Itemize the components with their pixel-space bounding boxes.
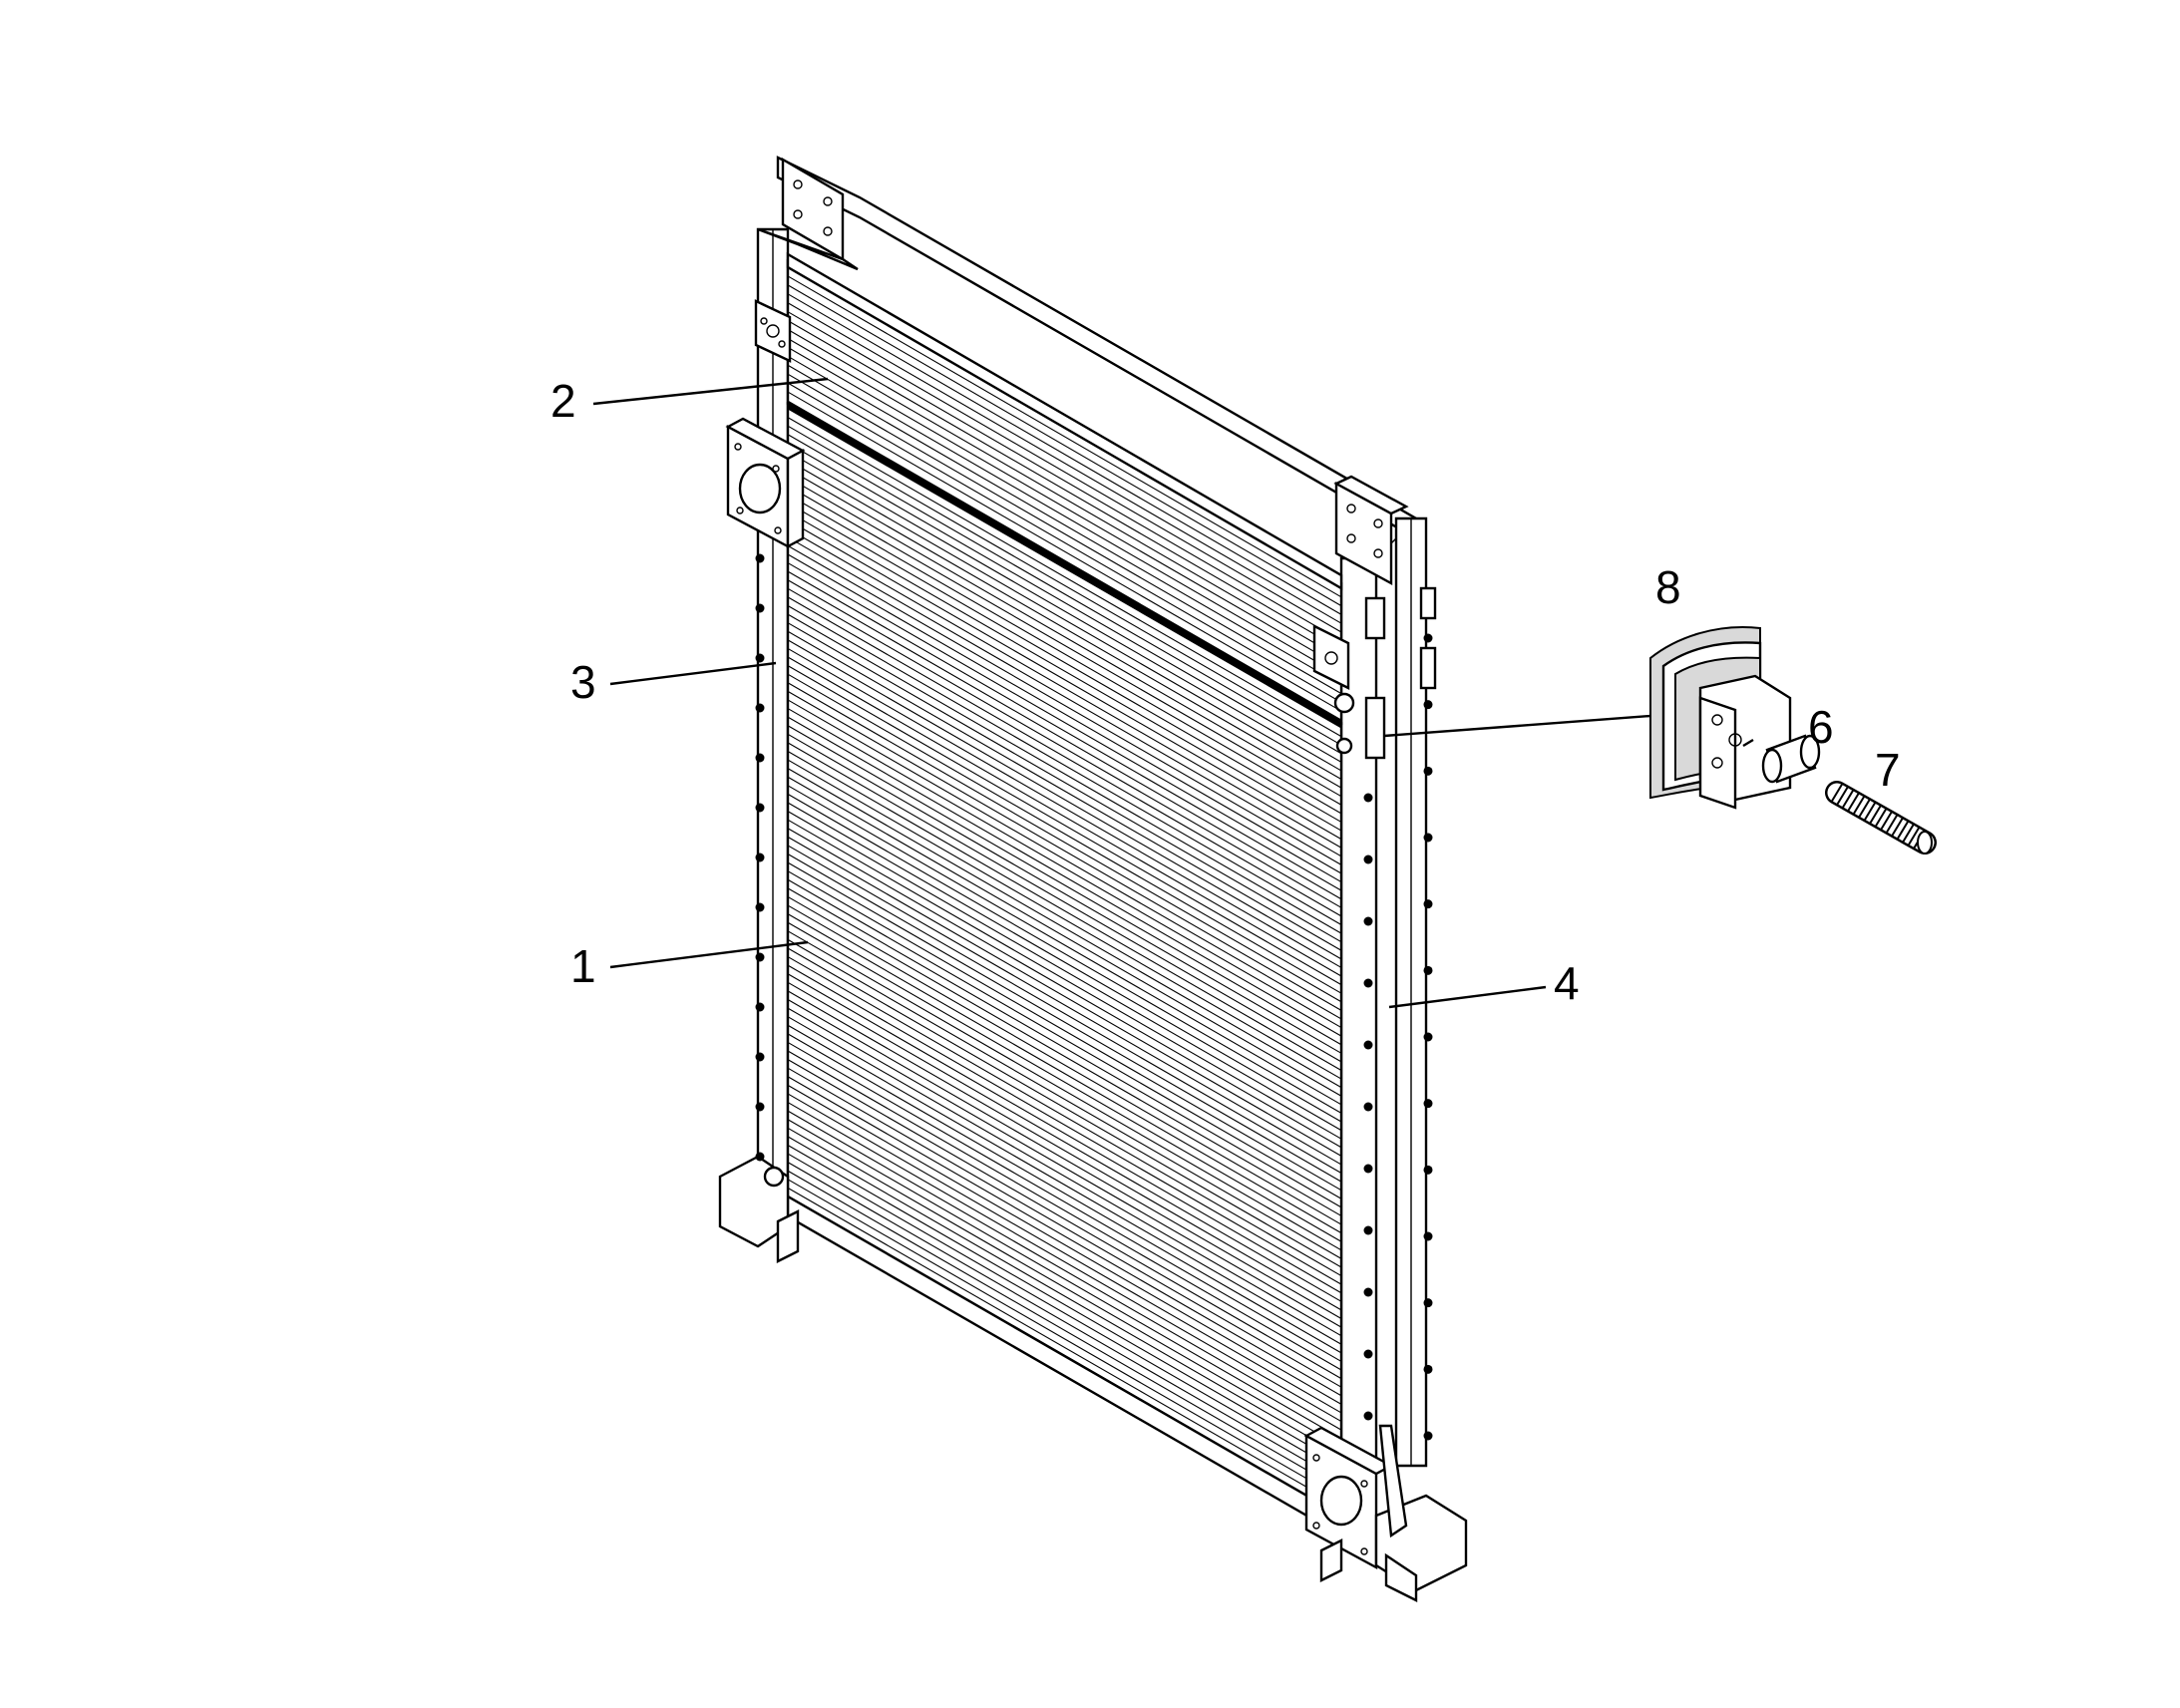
callout-label-7: 7	[1875, 744, 1901, 796]
left-mount-block-large	[725, 417, 806, 548]
left-mount-block-small	[754, 299, 792, 363]
right-mount-block-small	[1312, 624, 1350, 690]
upper-core-fins	[787, 275, 1342, 712]
spacer-bushing-6	[1761, 734, 1821, 784]
callout-label-3: 3	[570, 656, 596, 708]
callout-label-2: 2	[550, 375, 576, 427]
bottom-right-foot	[1374, 1424, 1468, 1602]
right-fittings	[1333, 586, 1437, 760]
threaded-stud-7	[1825, 781, 1937, 854]
callout-label-8: 8	[1655, 561, 1681, 613]
radiator-assembly	[718, 156, 1468, 1602]
callout-label-6: 6	[1808, 701, 1834, 753]
leader-lines	[592, 377, 1754, 1009]
mounting-plate	[1698, 674, 1792, 810]
right-mount-block-bottom	[1303, 1426, 1394, 1582]
top-left-bracket	[757, 157, 859, 271]
right-edge-bolts	[1363, 633, 1433, 1441]
top-right-bracket	[1333, 475, 1409, 586]
left-edge-bolts	[755, 553, 765, 1162]
callout-label-1: 1	[570, 940, 596, 992]
callout-labels: 2 3 1 4 8 6 7	[550, 375, 1901, 1009]
bottom-left-foot	[718, 1155, 800, 1263]
callout-label-4: 4	[1554, 957, 1580, 1009]
main-core-fins	[787, 417, 1342, 1508]
